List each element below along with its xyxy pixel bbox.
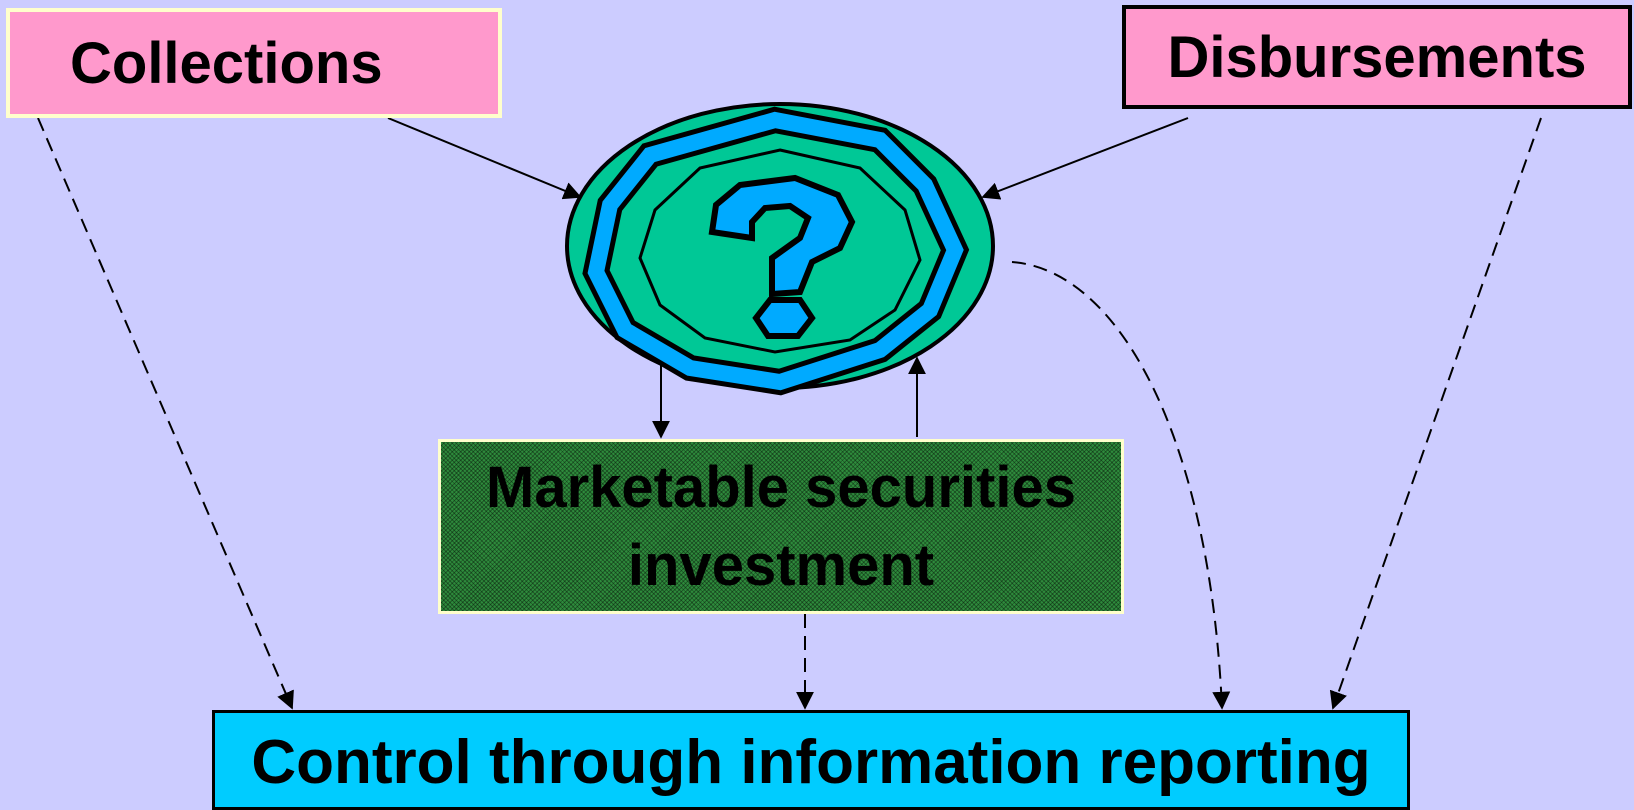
securities-label-line2: investment — [627, 532, 935, 598]
disbursements-box: Disbursements — [1122, 5, 1632, 109]
collections-label: Collections — [70, 30, 383, 96]
dashed-arrow-collections-to-control — [37, 117, 294, 710]
arrow-collections-to-center — [387, 117, 582, 200]
question-mark-icon — [565, 102, 995, 396]
securities-label-line1: Marketable securities — [486, 454, 1076, 520]
collections-box: Collections — [6, 8, 502, 118]
dashed-arrow-disbursements-to-control — [1329, 117, 1542, 710]
disbursements-label: Disbursements — [1167, 24, 1587, 90]
control-reporting-box: Control through information reporting — [212, 710, 1410, 810]
dashed-arrow-center-to-control — [1011, 261, 1231, 710]
control-label: Control through information reporting — [251, 728, 1371, 797]
arrow-disbursements-to-center — [981, 117, 1189, 200]
marketable-securities-box: Marketable securities investment — [438, 439, 1124, 614]
